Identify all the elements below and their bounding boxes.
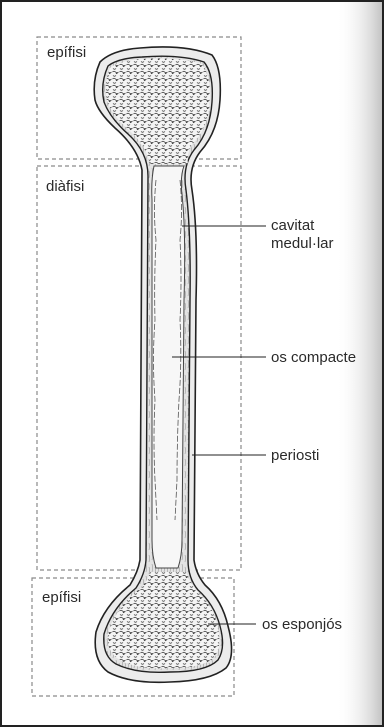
diaphysis-box xyxy=(37,166,241,570)
diaphysis-label: diàfisi xyxy=(46,178,84,195)
compact-bone-label: os compacte xyxy=(271,349,356,366)
bottom-epiphysis-label: epífisi xyxy=(42,589,81,606)
medullary-cavity-label-line2: medul·lar xyxy=(271,235,334,252)
spongy-bone-label: os esponjós xyxy=(262,616,342,633)
periosteum-label: periosti xyxy=(271,447,319,464)
medullary-cavity xyxy=(152,166,185,568)
top-epiphysis-label: epífisi xyxy=(47,44,86,61)
medullary-cavity-label-line1: cavitat xyxy=(271,217,315,234)
